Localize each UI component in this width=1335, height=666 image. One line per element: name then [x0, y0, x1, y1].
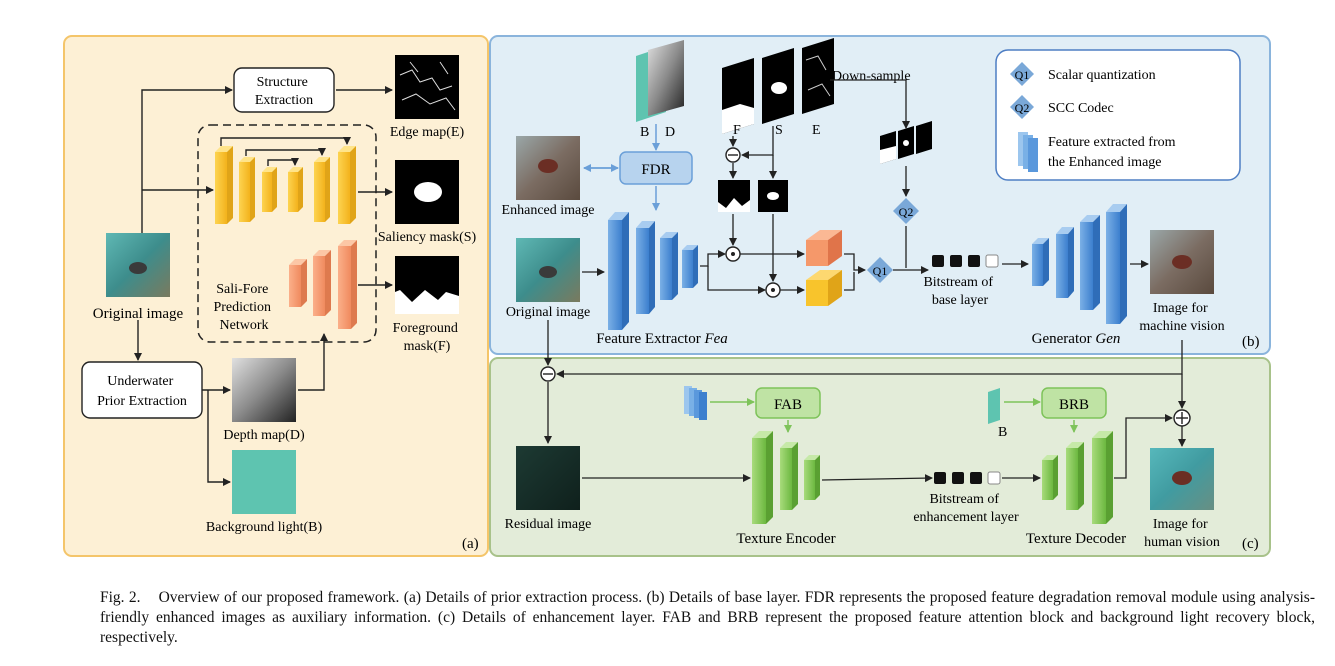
caption-text: Overview of our proposed framework. (a) …	[100, 589, 1315, 646]
network-label: Sali-Fore Prediction Network	[213, 282, 274, 333]
edge-map-image	[395, 55, 459, 119]
saliency-network-blocks	[215, 146, 356, 224]
underwater-prior-box	[81, 361, 203, 419]
fdr-label: FDR	[641, 162, 670, 178]
texture-decoder-blocks	[1042, 431, 1113, 524]
panel-c-green-arrows	[710, 398, 1078, 433]
b-label-top: B	[640, 125, 649, 140]
bd-priors-stack	[636, 40, 684, 122]
legend-feature-text: Feature extracted from the Enhanced imag…	[1048, 135, 1179, 170]
figure-caption: Fig. 2.Overview of our proposed framewor…	[100, 588, 1315, 648]
panel-a-arrows	[134, 86, 393, 486]
s-label: S	[775, 123, 783, 138]
image-human-vision	[1150, 448, 1214, 510]
legend-q2-text: SCC Codec	[1048, 101, 1114, 116]
saliency-mask-image	[395, 160, 459, 224]
q1-diamond: Q1	[867, 257, 893, 283]
foreground-mask-label: Foreground mask(F)	[393, 321, 462, 354]
background-light-label: Background light(B)	[206, 520, 323, 535]
underwater-prior-label: Underwater Prior Extraction	[97, 374, 187, 409]
image-human-label: Image for human vision	[1144, 517, 1220, 550]
panel-c-arrows	[544, 320, 1186, 483]
original-image-a	[106, 233, 170, 297]
multiply-op-1	[725, 246, 741, 262]
original-image-b-label: Original image	[506, 305, 590, 320]
foreground-mask-image	[395, 256, 459, 314]
legend-q1-icon: Q1	[1010, 62, 1034, 86]
panel-b-tag: (b)	[1242, 334, 1260, 350]
legend-q2-icon: Q2	[1010, 95, 1034, 119]
generator-label: Generator Gen	[1032, 331, 1121, 347]
e-label: E	[812, 123, 821, 138]
multiply-op-2	[765, 282, 781, 298]
skip-connection-3	[267, 158, 299, 166]
saliency-mask-small	[758, 180, 788, 212]
bitstream-enh-label: Bitstream of enhancement layer	[913, 492, 1019, 525]
residual-image-label: Residual image	[505, 517, 592, 532]
structure-extraction-label: Structure Extraction	[255, 75, 313, 108]
fab-block	[755, 387, 821, 419]
skip-connection-1	[220, 137, 351, 146]
original-image-a-label: Original image	[93, 306, 184, 322]
legend-q1-text: Scalar quantization	[1048, 68, 1156, 83]
panel-b-arrows	[582, 79, 1149, 294]
background-feature	[806, 270, 842, 306]
background-light-small	[988, 388, 1000, 424]
f-label: F	[733, 123, 741, 138]
svg-text:Q2: Q2	[899, 205, 914, 219]
saliency-mask-label: Saliency mask(S)	[378, 230, 477, 245]
bitstream-base	[932, 254, 999, 268]
enhanced-image	[516, 136, 580, 200]
caption-figure-number: Fig. 2.	[100, 589, 141, 606]
sali-fore-network-box	[197, 124, 377, 343]
texture-encoder-blocks	[752, 431, 820, 524]
foreground-network-blocks	[289, 240, 357, 329]
skip-connection-2	[245, 148, 326, 156]
panel-a-tag: (a)	[462, 536, 479, 552]
svg-text:Q1: Q1	[873, 264, 888, 278]
structure-extraction-box	[233, 67, 335, 113]
background-light-swatch	[232, 450, 296, 514]
bitstream-base-label: Bitstream of base layer	[923, 275, 996, 308]
panel-a-background	[63, 35, 489, 557]
b-label-c: B	[998, 425, 1007, 440]
generator-blocks	[1032, 204, 1127, 324]
residual-subtract-op	[540, 366, 556, 382]
add-op	[1173, 409, 1191, 427]
fdr-block	[619, 151, 693, 185]
image-machine-vision	[1150, 230, 1214, 294]
background-mask-small	[718, 180, 750, 212]
q2-diamond: Q2	[893, 198, 919, 224]
feature-extractor-blocks	[608, 212, 698, 330]
residual-image	[516, 446, 580, 510]
svg-text:Q1: Q1	[1015, 68, 1030, 82]
texture-encoder-label: Texture Encoder	[736, 531, 835, 547]
texture-decoder-label: Texture Decoder	[1026, 531, 1126, 547]
downsampled-masks	[880, 121, 932, 164]
depth-map-label: Depth map(D)	[223, 428, 305, 443]
feature-extractor-label: Feature Extractor Fea	[596, 331, 728, 347]
enhanced-image-label: Enhanced image	[502, 203, 595, 218]
panel-c-tag: (c)	[1242, 536, 1259, 552]
downsample-label: Down-sample	[832, 69, 911, 84]
original-image-b	[516, 238, 580, 302]
fse-masks-stack	[722, 38, 834, 134]
edge-map-label: Edge map(E)	[390, 125, 465, 140]
svg-text:Q2: Q2	[1015, 101, 1030, 115]
fab-label: FAB	[774, 397, 802, 413]
d-label-top: D	[665, 125, 675, 140]
brb-label: BRB	[1059, 397, 1089, 413]
image-machine-label: Image for machine vision	[1139, 301, 1224, 334]
panel-b-blue-arrows	[583, 124, 660, 211]
bitstream-enhancement	[934, 471, 1001, 485]
subtract-op	[725, 147, 741, 163]
depth-map-image	[232, 358, 296, 422]
enhanced-features-stack	[684, 386, 707, 420]
foreground-feature	[806, 230, 842, 266]
legend-feature-icon	[1018, 132, 1038, 172]
brb-block	[1041, 387, 1107, 419]
legend-box	[995, 49, 1241, 181]
